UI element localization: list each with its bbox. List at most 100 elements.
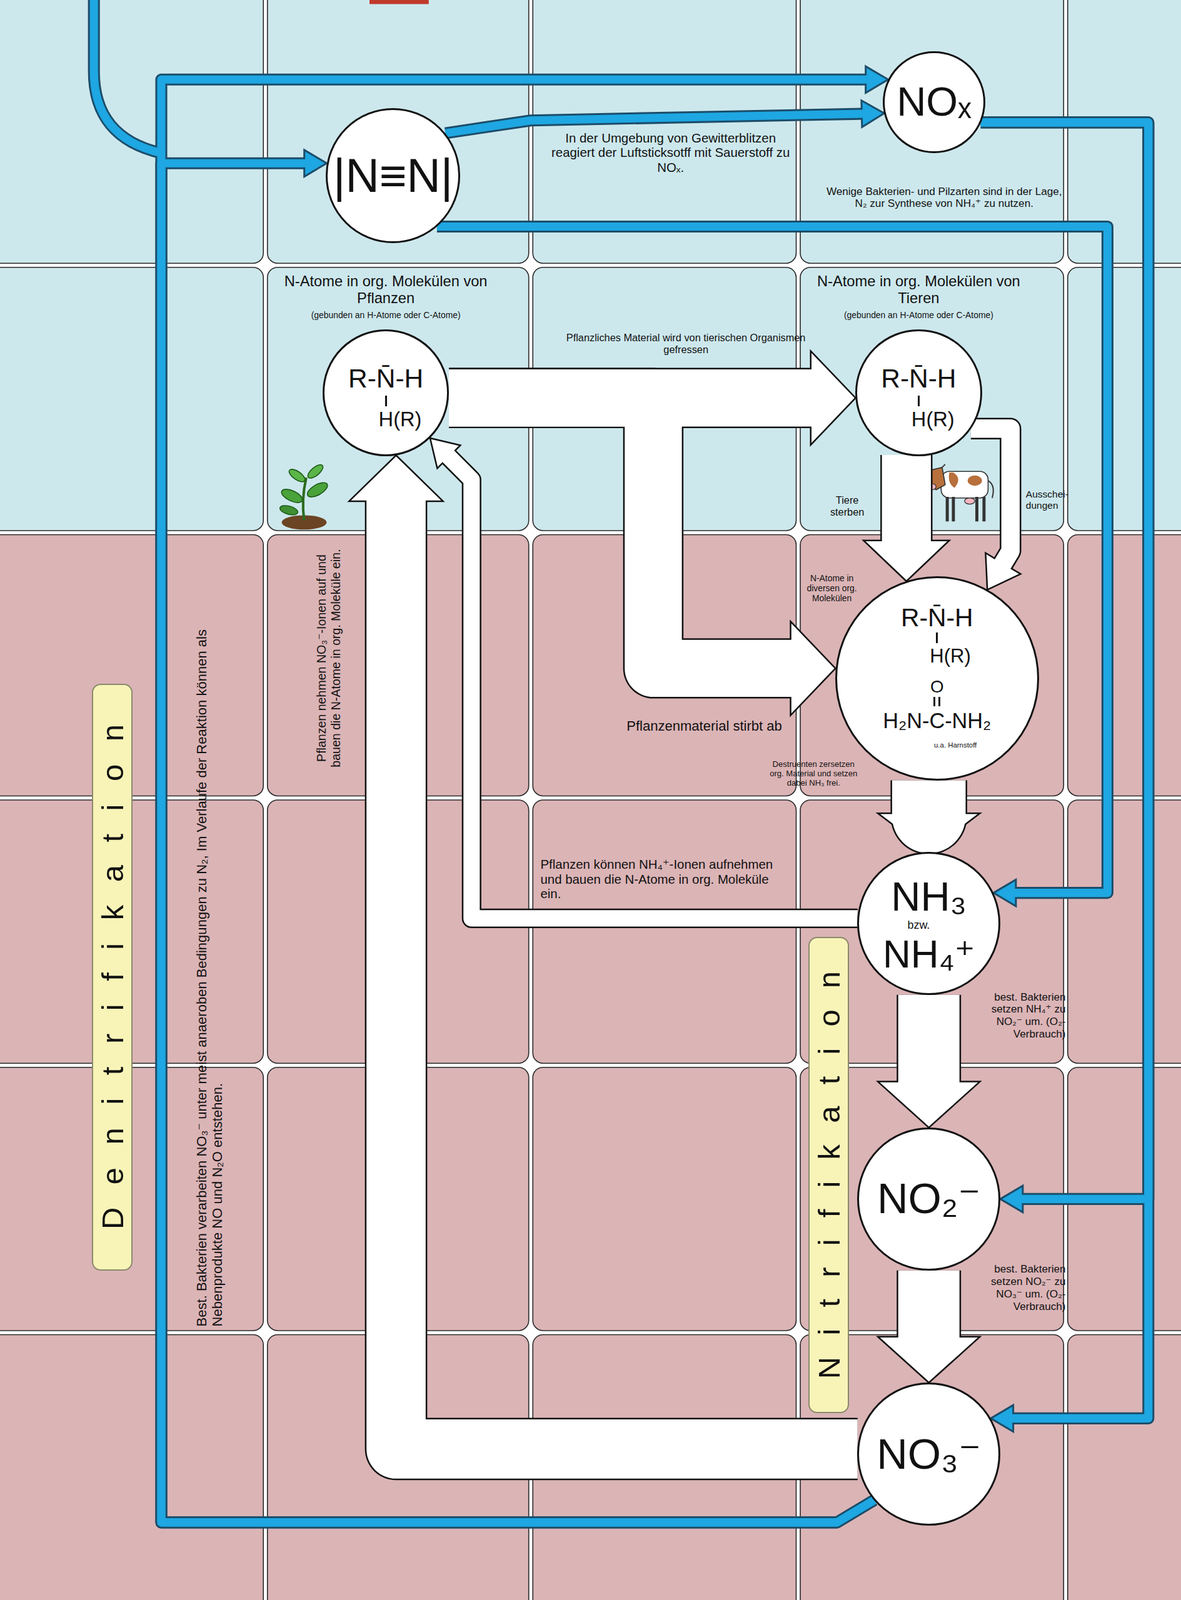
connector-outline	[890, 780, 968, 818]
label-text: Best. Bakterien verarbeiten NO₃⁻ unter m…	[193, 612, 226, 1328]
tile	[1067, 1335, 1181, 1600]
substance-circle: N-Atome in org. Molekülen von Pflanzen(g…	[322, 329, 449, 456]
label-text: N-Atome in org. Molekülen von Pflanzen	[263, 272, 509, 307]
arrow-head	[304, 150, 327, 177]
label-text: NOₓ	[896, 78, 971, 126]
white-head-layer	[348, 351, 1021, 1384]
label-text: H(R)	[378, 407, 423, 432]
bond-line	[935, 632, 938, 643]
label-text: N-Atome in diversen org. Molekülen	[800, 573, 864, 604]
label-text: Pflanzenmaterial stirbt ab	[617, 718, 792, 735]
label-text: best. Bakterien setzen NO₂⁻ zu NO₃⁻ um. …	[979, 1263, 1066, 1313]
arrow-head	[877, 1082, 980, 1129]
label-text: H(R)	[929, 645, 971, 668]
label-text: bzw.	[907, 920, 930, 932]
label-text: R-N̄-H	[880, 363, 956, 394]
label-text: Tiere sterben	[817, 494, 878, 519]
bond-line	[917, 395, 920, 406]
cow-illustration	[925, 464, 994, 522]
connector-line	[448, 456, 858, 920]
label-text: R-N̄-H	[348, 363, 424, 394]
tile	[1067, 800, 1181, 1064]
red-mark	[369, 0, 429, 5]
label-text: O	[930, 677, 945, 698]
blue-outline-layer	[93, 0, 1149, 1523]
connector-line	[970, 428, 1011, 566]
process-band: Denitrifikation	[91, 683, 133, 1272]
substance-circle: N-Atome in diversen org. MolekülenR-N̄-H…	[835, 576, 1040, 781]
connector-line	[898, 1271, 960, 1339]
connector-outline	[980, 122, 1149, 1420]
arrow-head	[863, 540, 950, 582]
label-text: Wenige Bakterien- und Pilzarten sind in …	[824, 185, 1065, 211]
bond-line	[938, 697, 941, 707]
label-text: u.a. Harnstoff	[934, 742, 977, 751]
substance-circle: NO₂⁻	[857, 1127, 1001, 1272]
tile	[800, 535, 1064, 797]
connector-outline	[448, 398, 791, 669]
substance-circle: NO₃⁻	[857, 1382, 1001, 1527]
label-text: Pflanzen nehmen NO₃⁻-Ionen auf und bauen…	[314, 538, 343, 779]
process-band: Nitrifikation	[808, 937, 850, 1414]
connector-outline	[161, 79, 875, 1523]
substance-circle: NOₓ	[882, 51, 985, 154]
arrow-head	[790, 621, 836, 716]
tile	[0, 0, 264, 264]
substance-circle: N-Atome in org. Molekülen von Tieren(geb…	[855, 329, 982, 456]
label-text: NH₄⁺	[882, 935, 976, 975]
white-outline-layer	[396, 398, 1011, 1450]
tile	[532, 1067, 796, 1332]
connector-outline	[437, 226, 1108, 894]
connector-line	[396, 500, 858, 1450]
label-text: Ausschei- dungen	[1025, 488, 1094, 512]
connector-line	[892, 780, 966, 818]
substance-circle: NH₃ bzw. NH₄⁺	[857, 852, 1001, 996]
arrow-head	[861, 100, 885, 128]
label-text: Destruenten zersetzen org. Material und …	[767, 759, 860, 788]
label-text: H(R)	[911, 407, 955, 432]
arrow-head	[810, 351, 856, 446]
connector-line	[882, 455, 931, 543]
connector-outline	[161, 163, 875, 1523]
label-text: (gebunden an H-Atome oder C-Atome)	[844, 310, 994, 321]
tile	[0, 1335, 264, 1600]
blue-line-layer	[93, 0, 1149, 1523]
bond-line	[933, 697, 936, 707]
connector-line	[980, 122, 1149, 1420]
connector-line	[437, 226, 1108, 894]
white-line-layer	[396, 398, 1011, 1450]
plant-illustration	[278, 462, 330, 531]
label-text: In der Umgebung von Gewitterblitzen reag…	[543, 131, 799, 176]
tile	[0, 267, 264, 531]
connector-line	[898, 995, 960, 1084]
connector-line	[161, 79, 875, 1523]
substance-circle: |N≡N|	[325, 108, 461, 244]
air-line	[93, 0, 162, 154]
label-text: N-Atome in org. Molekülen von Tieren	[795, 272, 1041, 307]
label-text: Denitrifikation	[96, 702, 128, 1253]
connector-line	[445, 113, 863, 134]
label-text: R-N̄-H	[900, 602, 974, 633]
label-text: Pflanzen können NH₄⁺-Ionen aufnehmen und…	[540, 857, 791, 902]
air-line-outline	[93, 0, 162, 154]
label-text: NO₃⁻	[876, 1429, 981, 1480]
tile	[1067, 267, 1181, 531]
label-text: |N≡N|	[333, 148, 453, 203]
connector-line	[161, 163, 875, 1523]
tile	[532, 800, 796, 1064]
bond-line	[385, 395, 387, 406]
arrow-head	[1000, 1186, 1023, 1213]
label-text: (gebunden an H-Atome oder C-Atome)	[311, 310, 461, 321]
label-text: NO₂⁻	[877, 1174, 981, 1225]
tile	[1067, 535, 1181, 797]
label-text: best. Bakterien setzen NH₄⁺ zu NO₂⁻ um. …	[979, 990, 1066, 1041]
label-text: Nitrifikation	[813, 950, 845, 1402]
arrow-head	[877, 1337, 980, 1384]
label-text: Pflanzliches Material wird von tierische…	[563, 331, 809, 356]
arrow-head	[348, 455, 443, 502]
label-text: NH₃	[890, 876, 967, 918]
